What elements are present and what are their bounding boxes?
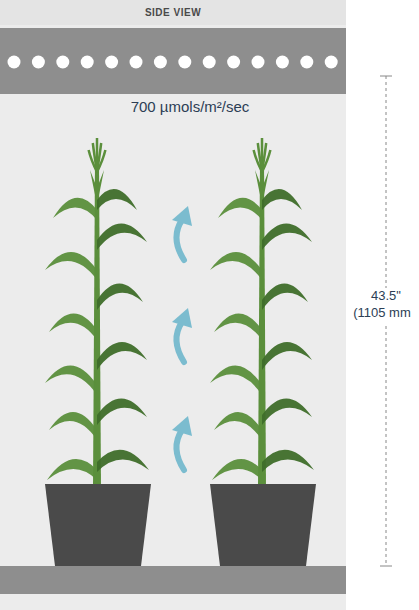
plants [45,138,316,566]
led-dot [130,56,143,69]
led-dot [32,56,45,69]
airflow-arrow [172,416,192,470]
height-dimension: 43.5" [371,288,401,304]
led-dot [178,56,191,69]
led-dot [252,56,265,69]
light-intensity: 700 µmols/m²/sec [131,98,250,116]
chamber-ground [0,0,346,610]
led-dot [56,56,69,69]
corn-plant [210,138,316,566]
dimension-line [380,76,392,566]
light-bar [0,28,346,94]
corn-plant [45,138,151,566]
airflow-arrow [172,308,192,362]
led-dot [154,56,167,69]
header-band: SIDE VIEW [0,0,346,25]
led-dot [300,56,313,69]
floor-bar [0,566,346,594]
airflow-arrow [172,206,192,260]
led-dot [276,56,289,69]
pot [45,484,151,566]
airflow-arrows [172,206,192,470]
view-title: SIDE VIEW [145,7,201,18]
led-row [8,56,338,69]
led-dot [105,56,118,69]
led-dot [227,56,240,69]
led-dot [203,56,216,69]
led-dot [325,56,338,69]
height-dimension-metric: (1105 mm [353,305,411,321]
pot [210,484,316,566]
led-dot [8,56,21,69]
led-dot [81,56,94,69]
